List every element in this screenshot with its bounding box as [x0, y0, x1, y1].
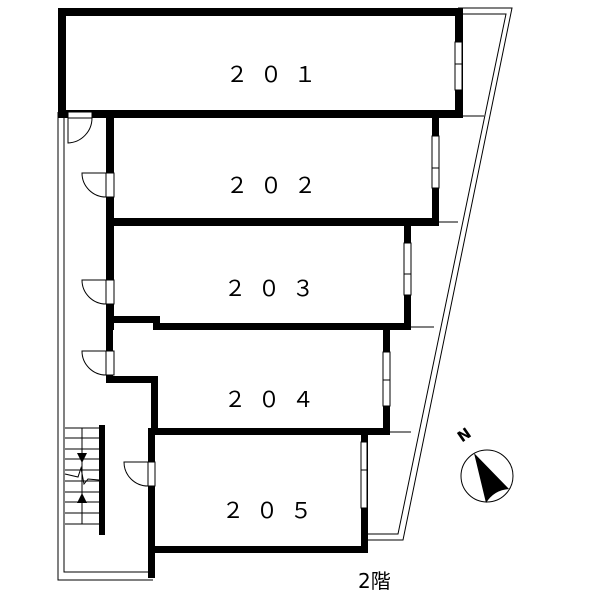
window-203: [403, 242, 412, 296]
window-204: [382, 351, 391, 407]
door-swing-icon: [67, 111, 149, 487]
compass-north-arrow-icon: [460, 449, 514, 503]
unit-204-walls: [106, 316, 390, 435]
unit-label-205: ２０５: [222, 499, 325, 524]
unit-label-204: ２０４: [224, 388, 327, 413]
floor-label: 2階: [358, 569, 391, 593]
door-203-frame: [105, 279, 115, 305]
staircase-icon: [64, 425, 105, 535]
door-202-frame: [105, 172, 115, 198]
window-205: [360, 441, 368, 509]
door-204-frame: [105, 350, 115, 376]
window-202: [431, 135, 440, 189]
door-205-frame: [147, 461, 156, 487]
unit-label-201: ２０１: [226, 63, 329, 88]
unit-label-203: ２０３: [224, 277, 327, 302]
unit-label-202: ２０２: [226, 174, 329, 199]
window-201: [454, 41, 463, 91]
